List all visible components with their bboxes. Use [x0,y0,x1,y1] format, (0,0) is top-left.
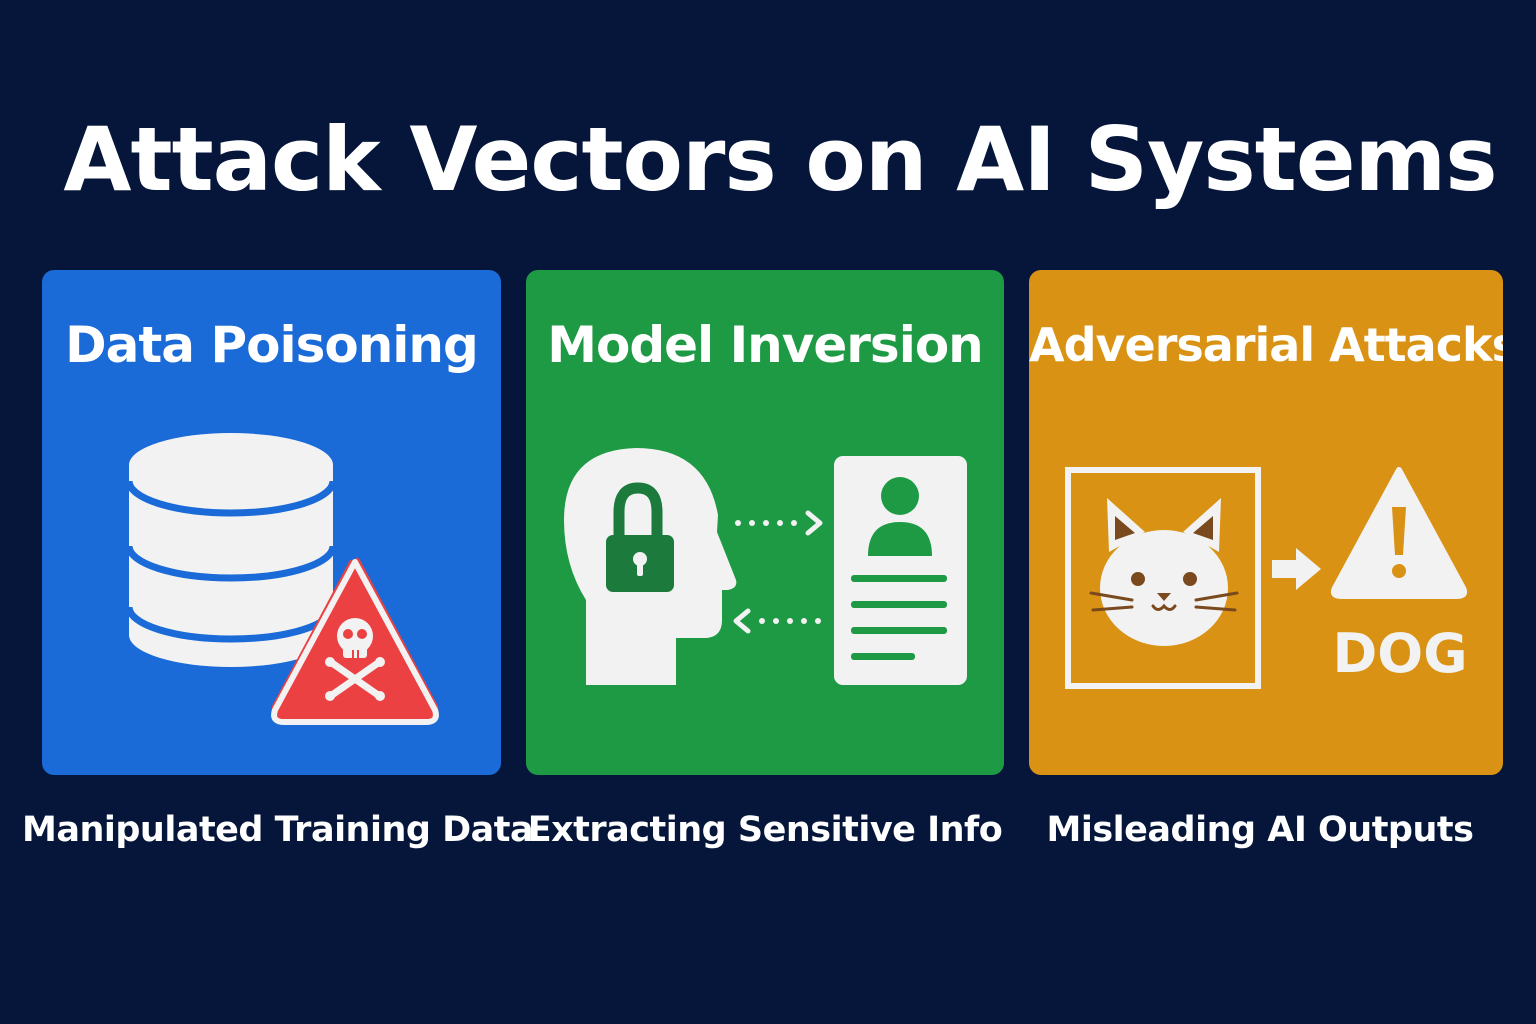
card-data-poisoning: Data Poisoning [42,270,501,775]
cat-image-icon [1065,467,1261,689]
arrow-right-icon [1272,548,1321,590]
head-lock-icon [564,448,737,685]
caption-model-inversion: Extracting Sensitive Info [527,810,1003,850]
skull-warning-icon [271,557,439,725]
card-adversarial-attacks: DOG Adversarial Attacks [1029,270,1503,775]
card-title-model-inversion: Model Inversion [547,316,984,374]
caption-adversarial-attacks: Misleading AI Outputs [1046,810,1474,850]
card-title-data-poisoning: Data Poisoning [65,316,479,374]
adversarial-attacks-illustration: DOG [1065,467,1468,689]
arrow-right-dotted-icon [735,510,823,536]
card-model-inversion: Model Inversion [526,270,1004,775]
dog-label: DOG [1332,622,1467,685]
database-icon [125,433,337,667]
warning-icon [1330,467,1468,599]
id-card-icon [834,456,967,685]
data-poisoning-illustration [125,433,439,725]
page-title: Attack Vectors on AI Systems [63,108,1497,211]
arrow-left-dotted-icon [733,608,821,634]
card-title-adversarial-attacks: Adversarial Attacks [1029,318,1503,372]
caption-data-poisoning: Manipulated Training Data [22,810,534,850]
model-inversion-illustration [564,448,967,685]
